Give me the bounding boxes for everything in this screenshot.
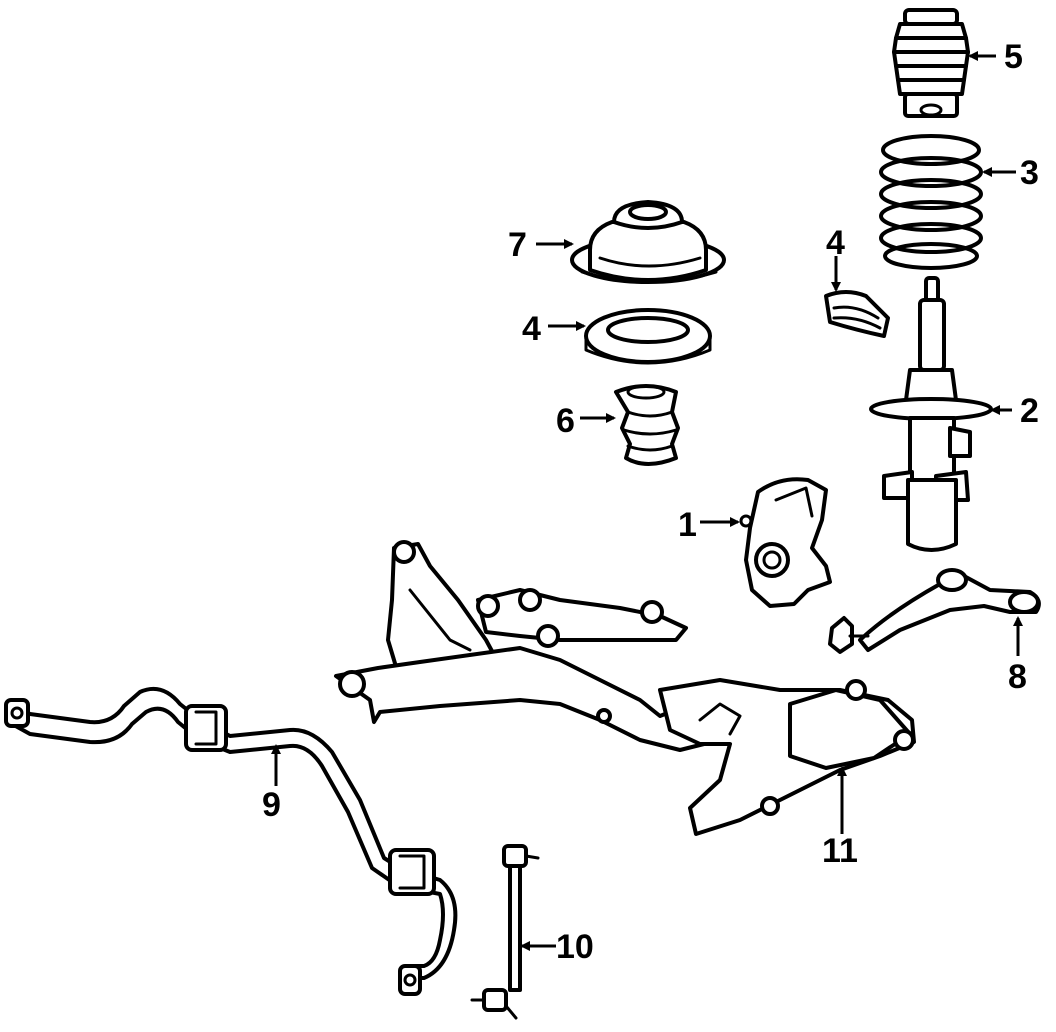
callout-3: 3	[1020, 154, 1039, 192]
front-crossmember	[334, 540, 916, 836]
callout-11: 11	[822, 832, 858, 870]
callout-2: 2	[1020, 392, 1039, 430]
steering-knuckle	[739, 477, 832, 608]
callout-1: 1	[678, 506, 697, 544]
callout-4-seat: 4	[826, 224, 845, 262]
stabilizer-bar	[4, 687, 458, 996]
spring-seat-insulator	[824, 290, 890, 338]
lower-control-arm	[828, 568, 1041, 654]
bump-stop	[614, 384, 680, 466]
strut-assembly	[869, 276, 993, 552]
coil-spring	[879, 134, 983, 270]
callout-6: 6	[556, 402, 575, 440]
strut-mount	[570, 200, 726, 284]
dust-boot	[892, 8, 970, 118]
callout-9: 9	[262, 786, 281, 824]
callout-4-bearing: 4	[522, 310, 541, 348]
stabilizer-link	[470, 844, 540, 1020]
strut-bearing	[584, 308, 712, 365]
callout-10: 10	[556, 928, 594, 966]
callout-8: 8	[1008, 658, 1027, 696]
callout-7: 7	[508, 226, 527, 264]
callout-5: 5	[1004, 38, 1023, 76]
